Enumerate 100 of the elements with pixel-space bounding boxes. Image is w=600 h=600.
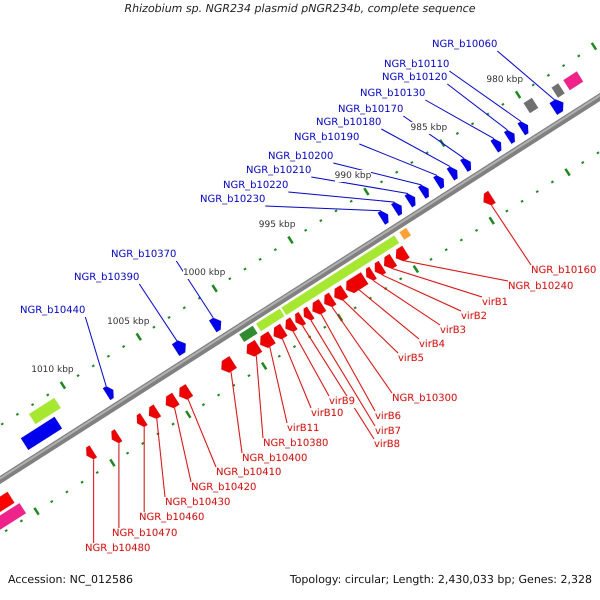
- leader-line: [424, 100, 494, 140]
- gene-label: virB9: [329, 396, 356, 408]
- leader-line: [188, 398, 216, 468]
- leader-line: [358, 289, 420, 340]
- leader-line: [292, 331, 330, 396]
- gene-label: NGR_b10410: [216, 467, 282, 479]
- scale-label: 1000 kbp: [182, 267, 226, 280]
- gene-label: NGR_b10210: [246, 165, 312, 177]
- leader-line: [496, 50, 556, 100]
- gene-block: [86, 445, 97, 460]
- leader-line: [372, 280, 440, 326]
- gene-block: [111, 429, 122, 444]
- leader-line: [358, 144, 438, 176]
- gene-block: [295, 312, 306, 326]
- leader-line: [93, 458, 94, 544]
- leader-line: [448, 70, 522, 122]
- leader-line: [310, 176, 408, 194]
- gene-label: NGR_b10470: [112, 528, 178, 540]
- gene-block: [148, 404, 162, 419]
- gene-block: [404, 194, 416, 208]
- gene-block: [102, 386, 114, 400]
- gene-label: NGR_b10200: [268, 151, 334, 163]
- gene-block: [209, 318, 222, 332]
- gene-label: NGR_b10160: [531, 265, 596, 277]
- gene-block: [418, 184, 429, 199]
- leader-line: [382, 274, 462, 312]
- leader-line: [230, 371, 242, 454]
- footer-text: Accession: NC_012586: [8, 574, 134, 586]
- gene-label: NGR_b10220: [223, 180, 288, 192]
- leader-line: [320, 314, 376, 412]
- leader-line: [332, 162, 422, 186]
- gene-label: NGR_b10170: [338, 104, 404, 116]
- leader-line: [144, 426, 145, 512]
- gene-label: NGR_b10190: [294, 132, 360, 144]
- gene-label: NGR_b10380: [263, 438, 328, 450]
- gene-block: [391, 202, 402, 216]
- scale-label: 985 kbp: [410, 122, 448, 134]
- gene-block: [490, 138, 502, 152]
- gene-block: [179, 384, 194, 400]
- footer-text: Topology: circular; Length: 2,430,033 bp; Genes: 2,328: [290, 574, 592, 586]
- leader-line: [380, 128, 451, 168]
- leader-line: [84, 316, 107, 387]
- scale-label: 1005 kbp: [107, 316, 150, 328]
- gene-block: [136, 413, 148, 428]
- gene-block: [550, 99, 564, 115]
- leader-line: [332, 306, 392, 394]
- gene-block: [334, 285, 348, 301]
- gene-label: NGR_b10240: [508, 281, 574, 293]
- gene-label: NGR_b10480: [85, 543, 150, 555]
- gene-block: [324, 292, 336, 308]
- gene-label: NGR_b10300: [392, 393, 458, 405]
- gene-block: [504, 130, 515, 144]
- gene-block: [433, 175, 444, 190]
- leader-line: [138, 284, 178, 342]
- leader-line: [392, 268, 482, 298]
- gene-label: NGR_b10230: [200, 194, 266, 206]
- gene-block: [484, 190, 496, 206]
- leader-line: [310, 320, 376, 426]
- gene-label: NGR_b10430: [165, 497, 230, 509]
- leader-line: [269, 346, 288, 424]
- gene-block: [366, 266, 377, 281]
- leader-line: [118, 442, 120, 528]
- leader-line: [176, 260, 214, 318]
- scale-label: 980 kbp: [486, 74, 524, 86]
- gene-label: NGR_b10370: [111, 249, 176, 261]
- gene-label: NGR_b10460: [139, 512, 204, 524]
- gene-block: [396, 246, 410, 262]
- leader-line: [446, 84, 508, 130]
- gene-block: [172, 340, 186, 356]
- gene-label: NGR_b10390: [74, 272, 140, 284]
- leader-line: [302, 325, 374, 440]
- leader-line: [174, 407, 192, 482]
- gene-block: [378, 210, 388, 225]
- scale-label: 1010 kbp: [31, 364, 74, 376]
- gene-block: [246, 340, 262, 357]
- gene-block: [460, 158, 472, 172]
- gene-block: [304, 306, 314, 321]
- gene-label: NGR_b10400: [242, 453, 308, 465]
- gene-block: [260, 331, 276, 348]
- leader-line: [342, 300, 398, 354]
- gene-label: NGR_b10130: [360, 88, 426, 100]
- leader-line: [264, 206, 382, 212]
- leader-line: [288, 192, 395, 203]
- gene-label: NGR_b10440: [20, 305, 86, 317]
- scale-label: 995 kbp: [258, 218, 296, 231]
- gene-block: [274, 324, 288, 340]
- gene-block: [374, 260, 386, 276]
- gene-block: [384, 254, 398, 269]
- leader-line: [404, 260, 508, 282]
- gene-label: NGR_b10060: [432, 39, 498, 51]
- gene-label: NGR_b10110: [384, 59, 450, 71]
- gene-block: [312, 299, 326, 315]
- gene-block: [446, 166, 458, 180]
- leader-line: [156, 418, 166, 498]
- gene-label: NGR_b10420: [191, 482, 256, 494]
- gene-block: [221, 356, 237, 373]
- gene-block: [166, 392, 180, 408]
- gene-label: NGR_b10180: [316, 117, 382, 129]
- gene-block: [518, 121, 528, 136]
- leader-line: [490, 204, 532, 266]
